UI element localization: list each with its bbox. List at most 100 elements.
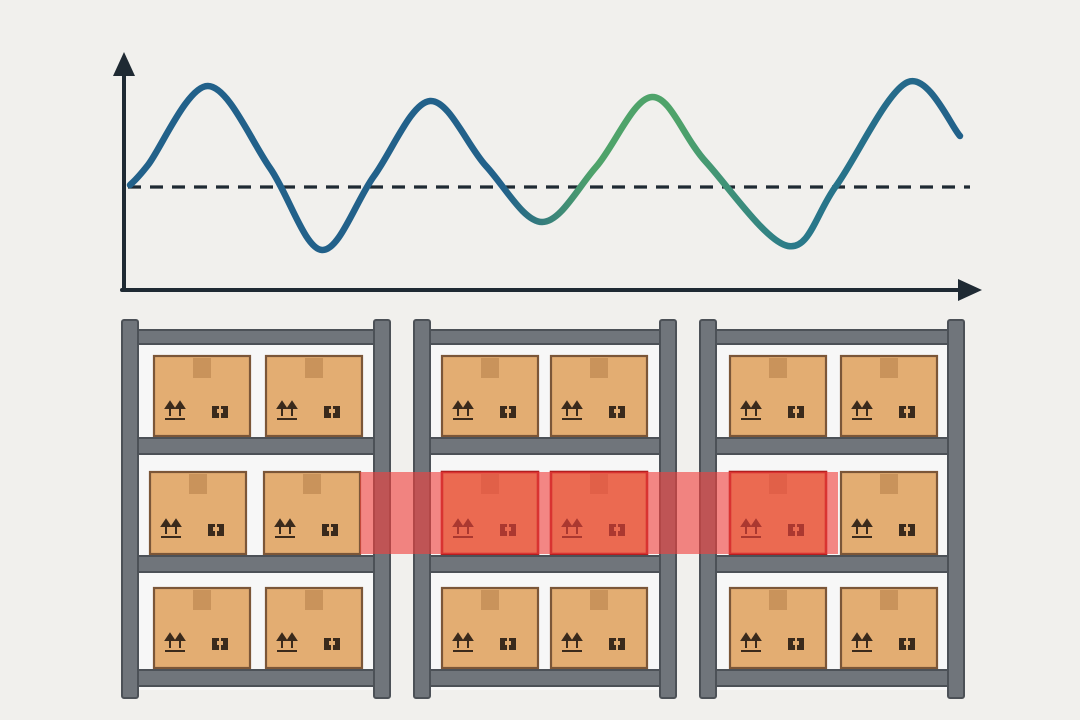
cardboard-box: [440, 354, 540, 438]
fragile-glass-icon: [500, 638, 516, 650]
fragile-glass-icon: [500, 406, 516, 418]
glass-right: [908, 406, 915, 418]
this-way-up-icon: [274, 518, 296, 538]
glass-left: [324, 406, 331, 418]
glass-left: [212, 638, 219, 650]
rack-1: [121, 319, 391, 699]
this-way-up-icon: [276, 632, 298, 652]
glass-left: [322, 524, 329, 536]
fragile-glass-icon: [322, 524, 338, 536]
glass-right: [908, 638, 915, 650]
rack-shelf: [709, 586, 955, 687]
glass-left: [899, 524, 906, 536]
this-way-up-icon: [561, 632, 583, 652]
signal-chart: [113, 52, 982, 301]
signal-wave-line: [126, 78, 964, 254]
glass-left: [609, 406, 616, 418]
x-axis-arrow-icon: [958, 279, 982, 301]
glass-left: [208, 524, 215, 536]
box-tape: [590, 358, 608, 378]
glass-gap: [213, 527, 219, 531]
glass-gap: [614, 641, 620, 645]
box-tape: [880, 590, 898, 610]
cardboard-box: [549, 586, 649, 670]
rack-shelf: [423, 586, 667, 687]
rack-shelf: [709, 354, 955, 455]
glass-right: [217, 524, 224, 536]
this-way-up-icon: [740, 632, 762, 652]
shelf-beam: [423, 669, 667, 687]
cardboard-box: [264, 586, 364, 670]
this-way-up-icon: [164, 632, 186, 652]
fragile-glass-icon: [208, 524, 224, 536]
cardboard-box: [152, 586, 252, 670]
fragile-glass-icon: [788, 638, 804, 650]
cardboard-box: [152, 354, 252, 438]
cardboard-box: [148, 470, 248, 556]
shelf-beam: [709, 437, 955, 455]
glass-left: [788, 638, 795, 650]
box-tape: [481, 590, 499, 610]
rack-upright-left: [121, 319, 139, 699]
shelf-beam: [423, 437, 667, 455]
glass-left: [899, 406, 906, 418]
fragile-glass-icon: [899, 638, 915, 650]
fragile-glass-icon: [899, 524, 915, 536]
shelf-beam: [131, 437, 381, 455]
shelf-beam: [131, 555, 381, 573]
fragile-glass-icon: [212, 406, 228, 418]
shelf-beam: [423, 555, 667, 573]
y-axis-arrow-icon: [113, 52, 135, 76]
glass-right: [797, 406, 804, 418]
glass-gap: [217, 641, 223, 645]
this-way-up-icon: [276, 400, 298, 420]
box-tape: [880, 358, 898, 378]
fragile-glass-icon: [609, 406, 625, 418]
glass-gap: [793, 641, 799, 645]
glass-right: [509, 406, 516, 418]
glass-gap: [329, 409, 335, 413]
fragile-glass-icon: [324, 638, 340, 650]
cardboard-box: [549, 354, 649, 438]
this-way-up-icon: [561, 400, 583, 420]
shelf-beam: [709, 555, 955, 573]
box-tape: [189, 474, 207, 494]
box-tape: [880, 474, 898, 494]
box-tape: [305, 590, 323, 610]
this-way-up-icon: [851, 400, 873, 420]
cardboard-box: [440, 586, 540, 670]
cardboard-box: [728, 586, 828, 670]
glass-right: [333, 406, 340, 418]
this-way-up-icon: [452, 632, 474, 652]
glass-left: [788, 406, 795, 418]
glass-left: [212, 406, 219, 418]
this-way-up-icon: [164, 400, 186, 420]
glass-right: [221, 406, 228, 418]
glass-gap: [505, 641, 511, 645]
this-way-up-icon: [740, 400, 762, 420]
glass-left: [899, 638, 906, 650]
glass-left: [500, 406, 507, 418]
glass-right: [333, 638, 340, 650]
highlight-band: [360, 472, 838, 554]
glass-right: [618, 406, 625, 418]
this-way-up-icon: [452, 400, 474, 420]
glass-gap: [793, 409, 799, 413]
box-tape: [305, 358, 323, 378]
warehouse-racks: [121, 319, 965, 699]
fragile-glass-icon: [899, 406, 915, 418]
glass-left: [609, 638, 616, 650]
shelf-beam: [131, 669, 381, 687]
glass-right: [618, 638, 625, 650]
glass-gap: [904, 641, 910, 645]
fragile-glass-icon: [788, 406, 804, 418]
rack-shelf: [131, 354, 381, 455]
glass-gap: [217, 409, 223, 413]
glass-right: [908, 524, 915, 536]
cardboard-box: [839, 470, 939, 556]
rack-top-beam: [131, 329, 381, 345]
shelf-beam: [709, 669, 955, 687]
cardboard-box: [264, 354, 364, 438]
glass-right: [331, 524, 338, 536]
